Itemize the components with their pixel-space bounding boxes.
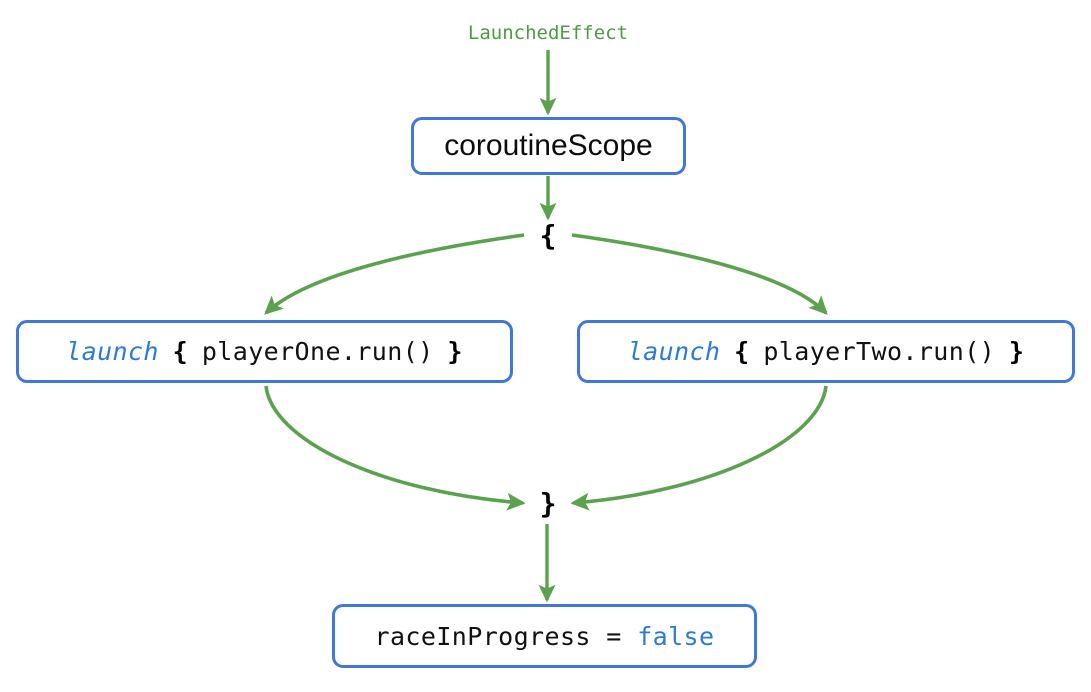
launch-two-brace-open: {	[734, 337, 750, 366]
node-launch-one[interactable]: launch { playerOne.run()}	[16, 320, 513, 383]
launch-two-brace-close: }	[1008, 337, 1025, 366]
node-race-in-progress-content: raceInProgress = false	[375, 622, 715, 651]
edge-launch-one-to-brace-close	[264, 385, 526, 511]
node-brace-open: {	[539, 218, 557, 252]
launch-two-keyword: launch	[627, 337, 721, 366]
launch-one-brace-open: {	[172, 337, 189, 366]
node-coroutine-scope-label: coroutineScope	[444, 129, 653, 162]
node-launch-two-content: launch { playerTwo.run()}	[628, 337, 1025, 366]
launched-effect-label: LaunchedEffect	[467, 22, 629, 44]
node-launch-two[interactable]: launch { playerTwo.run()}	[577, 320, 1075, 383]
edge-launch-two-to-brace-close	[570, 385, 828, 511]
launch-two-body: playerTwo.run()	[763, 337, 996, 366]
launch-one-keyword: launch	[66, 337, 159, 366]
edge-brace-open-to-launch-two	[571, 233, 828, 315]
launch-one-brace-close: }	[447, 337, 463, 366]
launch-one-body: playerOne.run()	[201, 337, 434, 366]
node-race-in-progress[interactable]: raceInProgress = false	[332, 604, 757, 668]
race-flag-assignment: raceInProgress =	[374, 621, 638, 651]
race-flag-value: false	[637, 621, 715, 651]
node-coroutine-scope[interactable]: coroutineScope	[411, 117, 686, 175]
node-launch-one-content: launch { playerOne.run()}	[66, 337, 463, 366]
node-brace-close: }	[539, 486, 557, 520]
edge-brace-open-to-launch-one	[264, 233, 525, 315]
